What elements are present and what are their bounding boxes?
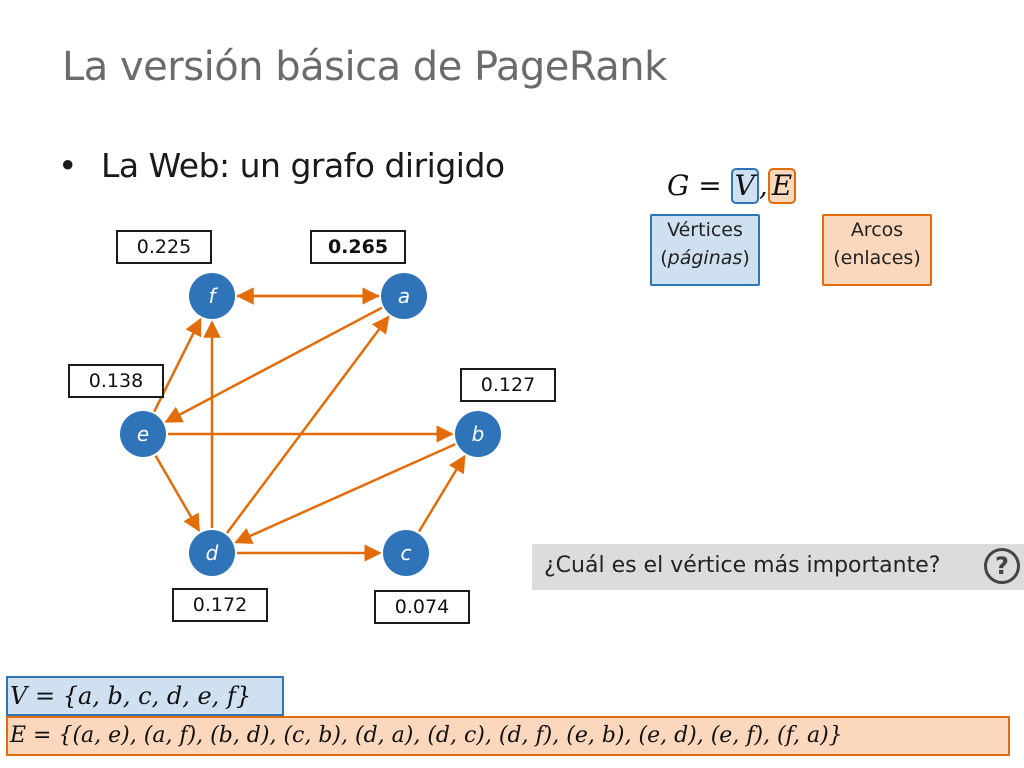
node-circle-f: [189, 273, 235, 319]
vertices-sub: (páginas): [660, 247, 750, 269]
node-circle-c: [383, 530, 429, 576]
edge-a-e: [164, 306, 383, 423]
vertices-sub-text: páginas: [667, 247, 743, 269]
node-label-d: d: [206, 541, 219, 565]
score-d: 0.172: [172, 588, 268, 622]
bullet-dot: •: [58, 146, 77, 185]
edge-c-b: [417, 454, 466, 533]
edge-symbol-box: E: [767, 168, 797, 204]
node-f: f: [189, 273, 235, 319]
graph-comma: ,: [758, 169, 768, 202]
vertex-symbol-box: V: [730, 168, 759, 204]
node-c: c: [383, 530, 429, 576]
arcs-label: Arcos: [850, 219, 904, 241]
score-f: 0.225: [116, 230, 212, 264]
score-c: 0.074: [374, 590, 470, 624]
bullet-point: • La Web: un grafo dirigido: [58, 146, 505, 185]
edge-set: E = {(a, e), (a, f), (b, d), (c, b), (d,…: [6, 716, 1010, 756]
page-title: La versión básica de PageRank: [62, 44, 667, 90]
arcs-sub: (enlaces): [833, 247, 921, 269]
question-text: ¿Cuál es el vértice más importante?: [544, 553, 941, 578]
vertex-set: V = {a, b, c, d, e, f}: [6, 676, 284, 716]
node-label-e: e: [137, 422, 149, 446]
arcs-legend: Arcos (enlaces): [822, 214, 932, 286]
node-label-a: a: [398, 284, 410, 308]
node-circle-a: [381, 273, 427, 319]
node-a: a: [381, 273, 427, 319]
edge-e-d: [154, 455, 201, 533]
node-d: d: [189, 530, 235, 576]
bullet-text: La Web: un grafo dirigido: [100, 146, 505, 185]
edge-b-d: [234, 443, 456, 544]
edge-d-a: [225, 315, 390, 534]
score-a: 0.265: [310, 230, 406, 264]
edges-layer: [153, 287, 466, 562]
score-e: 0.138: [68, 364, 164, 398]
node-b: b: [455, 411, 501, 457]
node-label-f: f: [208, 284, 218, 308]
node-circle-b: [455, 411, 501, 457]
node-circle-d: [189, 530, 235, 576]
vertices-label: Vértices: [667, 219, 743, 241]
node-label-b: b: [472, 422, 485, 446]
question-icon[interactable]: ?: [984, 548, 1020, 584]
nodes-layer: a b c d e f: [120, 273, 501, 576]
node-label-c: c: [401, 541, 412, 565]
score-b: 0.127: [460, 368, 556, 402]
node-e: e: [120, 411, 166, 457]
node-circle-e: [120, 411, 166, 457]
graph-symbol: G =: [667, 169, 722, 202]
graph-equation: G = V,E: [667, 168, 797, 204]
question-banner: ¿Cuál es el vértice más importante? ?: [532, 544, 1024, 590]
vertices-legend: Vértices (páginas): [650, 214, 760, 286]
